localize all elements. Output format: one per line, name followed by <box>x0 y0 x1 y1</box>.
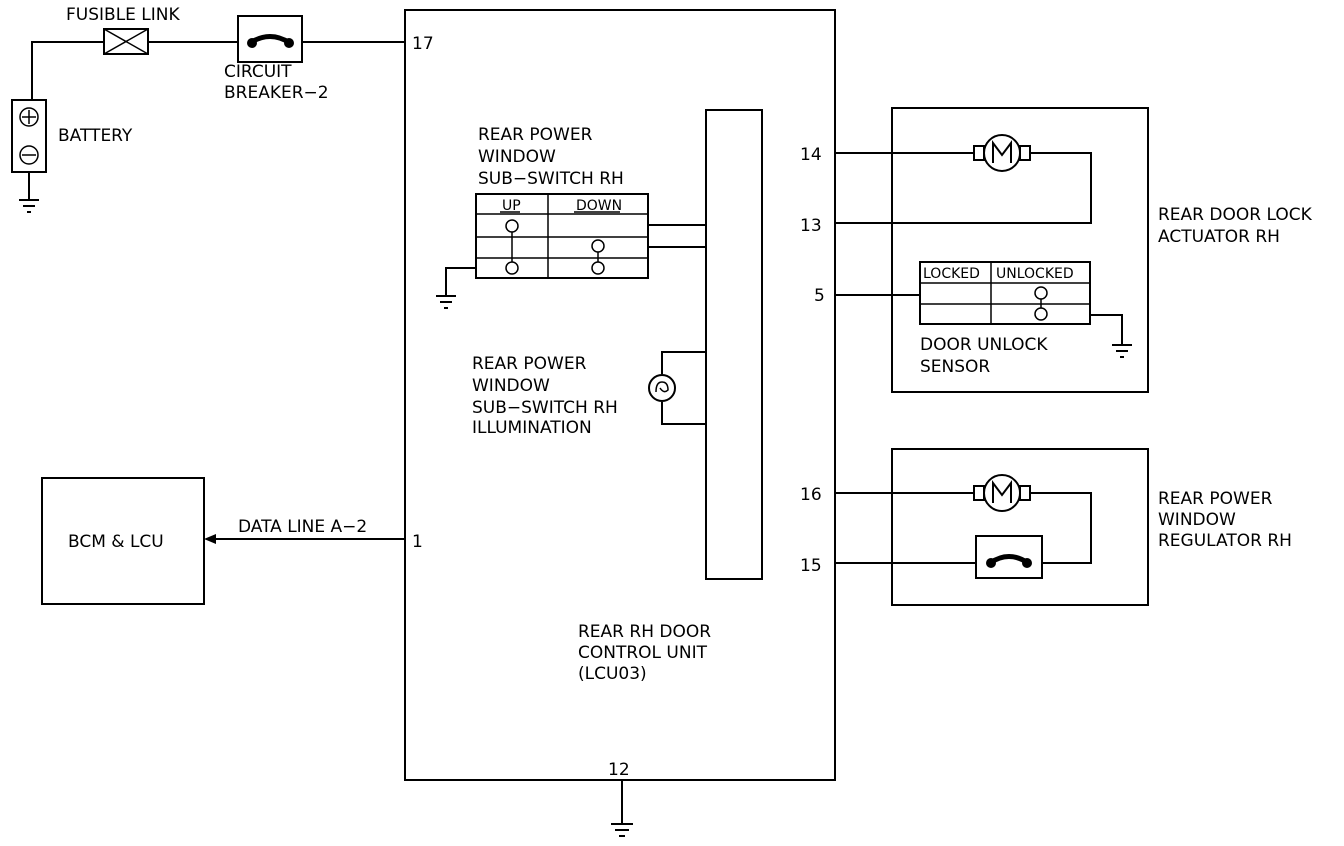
window-motor-icon <box>973 474 1031 512</box>
window-regulator: 16 15 REAR POWER WINDOW REGULATOR RH <box>800 448 1292 606</box>
unlock-sensor-label-2: SENSOR <box>920 357 990 377</box>
data-line-label: DATA LINE A−2 <box>238 517 367 537</box>
sensor-unlocked-header: UNLOCKED <box>996 266 1074 282</box>
lock-actuator: 14 13 5 LOCKED UNLOCKED <box>800 107 1313 393</box>
pin-14: 14 <box>800 145 822 165</box>
logic-block <box>705 109 763 580</box>
pin-15: 15 <box>800 556 822 576</box>
battery-feed-wire <box>31 41 104 100</box>
lock-actuator-box <box>891 107 1149 393</box>
control-unit: 17 1 12 REAR RH DOOR CONTROL UNIT (LCU03… <box>404 9 836 837</box>
illum-label-1: REAR POWER <box>472 354 587 374</box>
switch-up-contact-bottom <box>505 261 519 275</box>
data-line-arrow-icon <box>204 534 216 544</box>
switch-down-header: DOWN <box>576 198 622 214</box>
sensor-locked-header: LOCKED <box>923 266 980 282</box>
pin13-wire <box>835 152 1092 224</box>
switch-up-header: UP <box>502 198 521 214</box>
circuit-breaker-label-1: CIRCUIT <box>224 62 292 82</box>
sub-switch-table: UP DOWN <box>475 193 649 279</box>
control-unit-box <box>404 9 836 781</box>
control-unit-label-3: (LCU03) <box>578 664 647 684</box>
power-supply: FUSIBLE LINK CIRCUIT BREAKER−2 BATTERY <box>11 5 405 213</box>
illum-label-3: SUB−SWITCH RH <box>472 398 618 418</box>
unlock-sensor-label-1: DOOR UNLOCK <box>920 335 1048 355</box>
regulator-breaker-icon <box>975 535 1043 579</box>
fusible-link-label: FUSIBLE LINK <box>66 5 181 25</box>
window-regulator-label-1: REAR POWER <box>1158 489 1273 509</box>
pin-16: 16 <box>800 485 822 505</box>
unlock-sensor-table: LOCKED UNLOCKED <box>919 261 1091 325</box>
illum-label-4: ILLUMINATION <box>472 418 592 438</box>
battery-label: BATTERY <box>58 126 133 146</box>
window-regulator-label-2: WINDOW <box>1158 510 1236 530</box>
lock-motor-icon <box>973 134 1031 172</box>
sub-switch-label-3: SUB−SWITCH RH <box>478 169 624 189</box>
illum-label-2: WINDOW <box>472 376 550 396</box>
switch-ground-icon <box>436 267 476 309</box>
regulator-return-wire <box>1030 492 1092 564</box>
pin-1: 1 <box>412 532 423 552</box>
pin-17: 17 <box>412 34 434 54</box>
pin-13: 13 <box>800 216 822 236</box>
sub-switch-label-1: REAR POWER <box>478 125 593 145</box>
circuit-breaker-label-2: BREAKER−2 <box>224 83 329 103</box>
control-unit-label-2: CONTROL UNIT <box>578 643 708 663</box>
unit-ground-icon <box>611 780 633 837</box>
circuit-breaker-icon <box>237 15 303 63</box>
battery-icon <box>11 99 47 173</box>
bcm-lcu: BCM & LCU DATA LINE A−2 <box>41 477 405 605</box>
bcm-label: BCM & LCU <box>68 532 164 552</box>
control-unit-label-1: REAR RH DOOR <box>578 622 711 642</box>
lock-actuator-label-1: REAR DOOR LOCK <box>1158 205 1313 225</box>
sub-switch-label-2: WINDOW <box>478 147 556 167</box>
switch-down-contact-bottom <box>591 261 605 275</box>
sensor-ground-icon <box>1090 314 1132 358</box>
sensor-contact-bottom <box>1034 307 1048 321</box>
illumination-bulb-icon <box>648 351 706 425</box>
bcm-box <box>41 477 205 605</box>
fusible-link-icon <box>103 28 149 55</box>
battery-ground-icon <box>19 172 39 213</box>
window-regulator-box <box>891 448 1149 606</box>
pin-12: 12 <box>608 760 630 780</box>
lock-actuator-label-2: ACTUATOR RH <box>1158 227 1280 247</box>
pin-5: 5 <box>814 286 825 306</box>
window-regulator-label-3: REGULATOR RH <box>1158 531 1292 551</box>
